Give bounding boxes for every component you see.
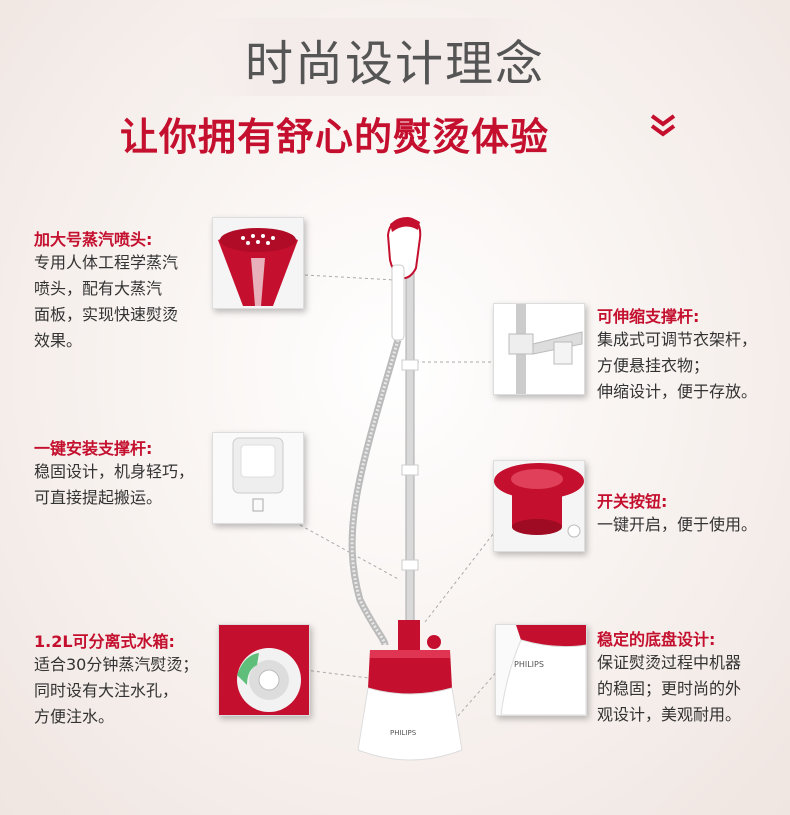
- feature-body-telescopic-pole: 集成式可调节衣架杆，方便悬挂衣物；伸缩设计，便于存放。: [597, 330, 758, 401]
- brand-label: PHILIPS: [390, 729, 417, 737]
- telescopic-pole-image: [493, 303, 585, 395]
- feature-body-switch: 一键开启，便于使用。: [597, 515, 758, 534]
- nozzle-image: [212, 217, 304, 309]
- feature-title-install-pole: 一键安装支撑杆:: [34, 439, 153, 458]
- feature-title-telescopic-pole: 可伸缩支撑杆:: [597, 307, 700, 326]
- switch-image: [493, 460, 585, 552]
- page-subtitle: 让你拥有舒心的熨烫体验: [120, 115, 550, 159]
- feature-body-base: 保证熨烫过程中机器的稳固；更时尚的外观设计，美观耐用。: [597, 653, 742, 724]
- feature-body-install-pole: 稳固设计，机身轻巧，可直接提起搬运。: [34, 462, 195, 507]
- page-title: 时尚设计理念: [244, 36, 545, 92]
- feature-title-switch: 开关按钮:: [597, 492, 668, 511]
- base-image: PHILIPS: [495, 624, 587, 716]
- feature-title-base: 稳定的底盘设计:: [597, 630, 716, 649]
- feature-body-water-tank: 适合30分钟蒸汽熨烫；同时设有大注水孔，方便注水。: [34, 655, 199, 726]
- feature-title-nozzle: 加大号蒸汽喷头:: [34, 230, 153, 249]
- feature-body-nozzle: 专用人体工程学蒸汽喷头，配有大蒸汽面板，实现快速熨烫效果。: [34, 253, 179, 350]
- double-chevron-down-icon: [648, 112, 678, 147]
- water-tank-image: [218, 624, 310, 716]
- install-pole-image: [212, 432, 304, 524]
- feature-title-water-tank: 1.2L可分离式水箱:: [34, 632, 175, 651]
- title-background: [190, 18, 552, 96]
- svg-text:PHILIPS: PHILIPS: [514, 660, 544, 669]
- garment-steamer-illustration: PHILIPS: [348, 216, 463, 761]
